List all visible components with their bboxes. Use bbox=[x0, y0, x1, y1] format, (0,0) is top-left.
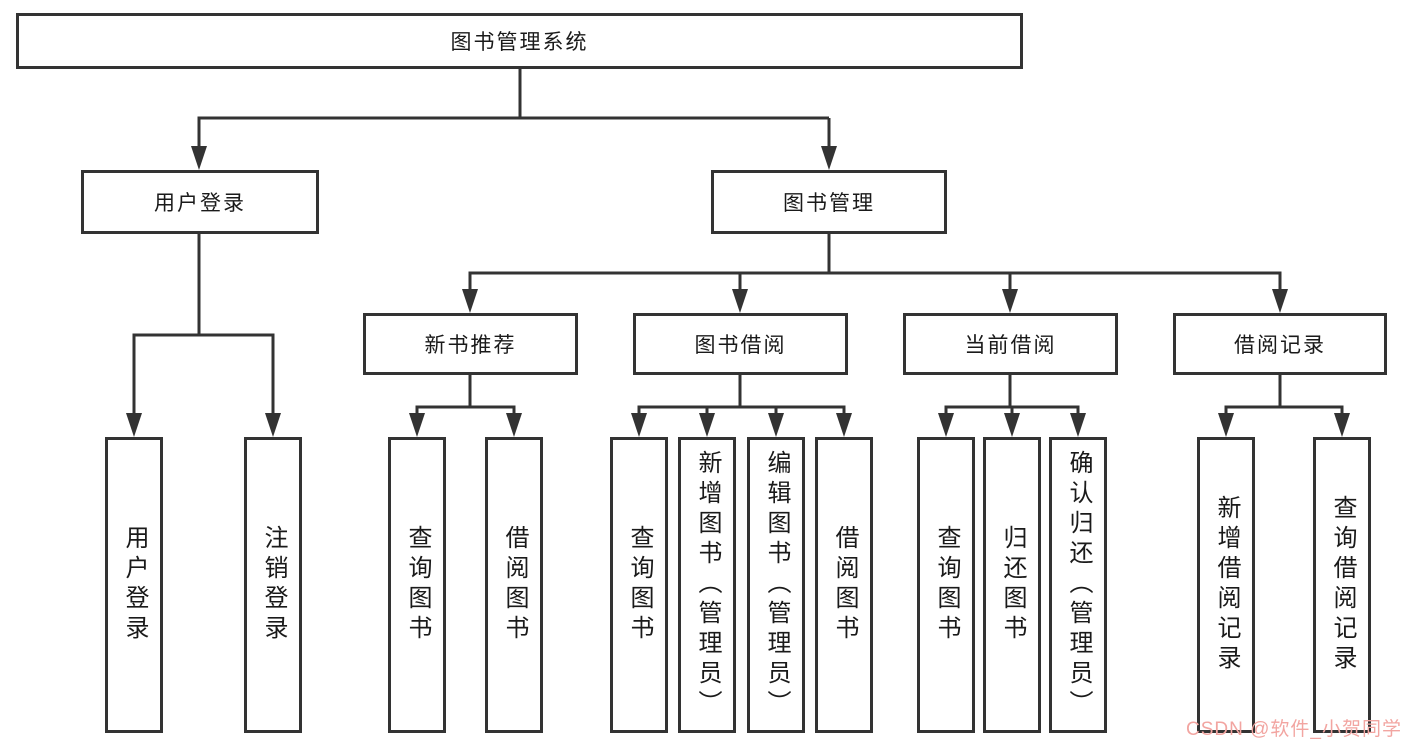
leaf-bb-add-books-admin: 新增图书（管理员） bbox=[678, 437, 736, 733]
leaf-bb-edit-books-admin: 编辑图书（管理员） bbox=[747, 437, 805, 733]
connector-current-borrow-children bbox=[938, 375, 1086, 437]
node-label: 归还图书 bbox=[999, 525, 1026, 645]
watermark-text: CSDN @软件_小贺同学 bbox=[1186, 719, 1402, 740]
node-new-book-recommend: 新书推荐 bbox=[363, 313, 578, 375]
leaf-br-query-borrow-record: 查询借阅记录 bbox=[1313, 437, 1371, 733]
node-label: 编辑图书（管理员） bbox=[763, 450, 790, 720]
connector-book-borrow-children bbox=[631, 375, 852, 437]
node-label: 图书借阅 bbox=[694, 334, 787, 357]
leaf-logout-login: 注销登录 bbox=[244, 437, 302, 733]
connector-user-login-children bbox=[126, 233, 281, 437]
connector-borrow-records-children bbox=[1218, 375, 1350, 437]
leaf-cb-confirm-return-admin: 确认归还（管理员） bbox=[1049, 437, 1107, 733]
node-book-management: 图书管理 bbox=[711, 170, 947, 234]
node-borrow-records: 借阅记录 bbox=[1173, 313, 1387, 375]
leaf-nbr-borrow-books: 借阅图书 bbox=[485, 437, 543, 733]
leaf-bb-query-books: 查询图书 bbox=[610, 437, 668, 733]
node-label: 新增图书（管理员） bbox=[694, 450, 721, 720]
node-label: 查询图书 bbox=[933, 525, 960, 645]
node-label: 当前借阅 bbox=[964, 334, 1057, 357]
node-label: 查询借阅记录 bbox=[1329, 495, 1356, 675]
node-label: 用户登录 bbox=[121, 525, 148, 645]
node-user-login: 用户登录 bbox=[81, 170, 319, 234]
leaf-cb-query-books: 查询图书 bbox=[917, 437, 975, 733]
node-label: 借阅记录 bbox=[1234, 334, 1326, 357]
connector-root-to-level2 bbox=[191, 68, 837, 170]
leaf-user-login: 用户登录 bbox=[105, 437, 163, 733]
node-label: 借阅图书 bbox=[831, 525, 858, 645]
node-label: 图书管理 bbox=[783, 192, 875, 215]
node-label: 查询图书 bbox=[404, 525, 431, 645]
node-label: 新书推荐 bbox=[424, 334, 517, 357]
leaf-nbr-query-books: 查询图书 bbox=[388, 437, 446, 733]
leaf-bb-borrow-books: 借阅图书 bbox=[815, 437, 873, 733]
node-label: 查询图书 bbox=[626, 525, 653, 645]
connector-new-book-recommend-children bbox=[409, 375, 522, 437]
node-label: 图书管理系统 bbox=[450, 31, 589, 54]
node-book-borrow: 图书借阅 bbox=[633, 313, 848, 375]
node-current-borrow: 当前借阅 bbox=[903, 313, 1118, 375]
node-label: 新增借阅记录 bbox=[1213, 495, 1240, 675]
node-label: 借阅图书 bbox=[501, 525, 528, 645]
node-root: 图书管理系统 bbox=[16, 13, 1023, 69]
leaf-br-add-borrow-record: 新增借阅记录 bbox=[1197, 437, 1255, 733]
node-label: 用户登录 bbox=[154, 192, 246, 215]
node-label: 注销登录 bbox=[260, 525, 287, 645]
node-label: 确认归还（管理员） bbox=[1065, 450, 1092, 720]
connector-book-management-children bbox=[462, 233, 1288, 313]
leaf-cb-return-books: 归还图书 bbox=[983, 437, 1041, 733]
